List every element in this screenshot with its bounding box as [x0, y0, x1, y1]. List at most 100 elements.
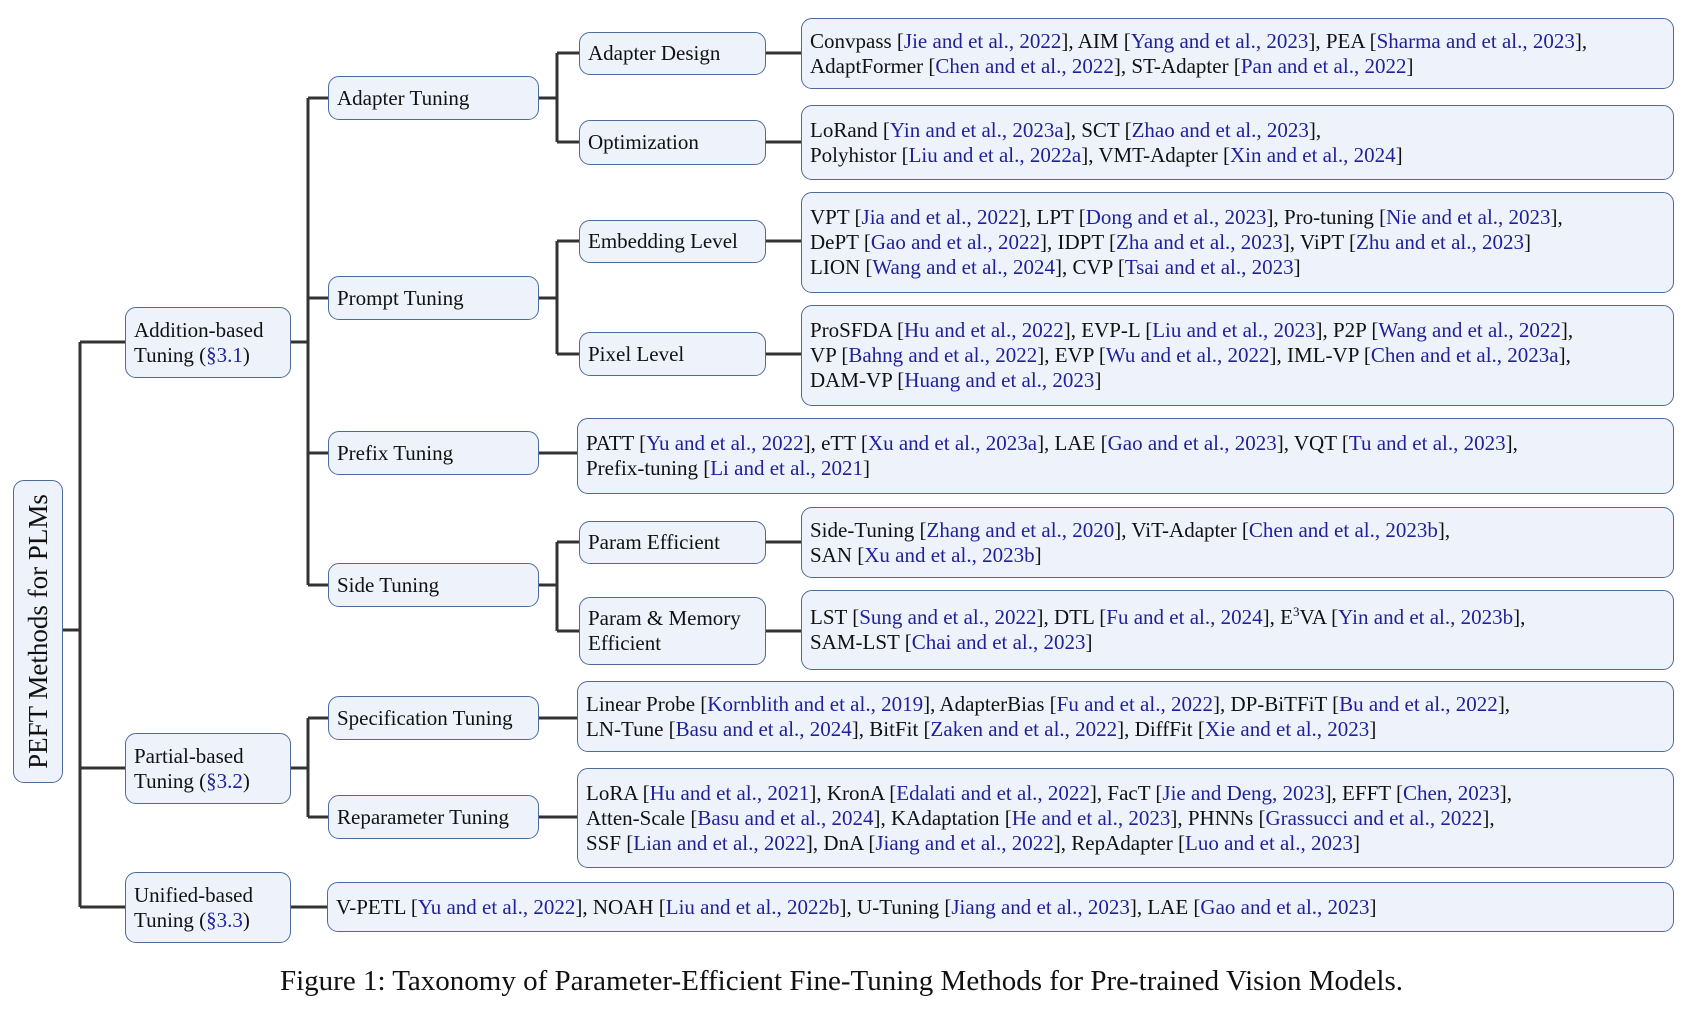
- citation-link[interactable]: Sharma and et al., 2023: [1376, 28, 1575, 53]
- method-text: DAM-VP [: [810, 368, 905, 392]
- method-text: ], SCT [: [1063, 117, 1132, 142]
- section-ref-link[interactable]: §3.3: [206, 907, 243, 932]
- citation-link[interactable]: Kornblith and et al., 2019: [707, 691, 924, 716]
- citation-link[interactable]: Bu and et al., 2022: [1339, 691, 1498, 716]
- citation-link[interactable]: Fu and et al., 2024: [1106, 605, 1263, 629]
- citation-link[interactable]: He and et al., 2023: [1011, 805, 1171, 830]
- citation-link[interactable]: Liu and et al., 2023: [1152, 318, 1316, 342]
- citation-link[interactable]: Lian and et al., 2022: [633, 830, 806, 855]
- citation-link[interactable]: Basu and et al., 2024: [697, 805, 874, 830]
- citation-link[interactable]: Hu and et al., 2022: [903, 318, 1064, 342]
- leaf-line: VPT [Jia and et al., 2022], LPT [Dong an…: [810, 205, 1665, 230]
- method-text: ]: [1085, 630, 1093, 654]
- category-label-line1: Addition-based: [134, 317, 264, 342]
- citation-link[interactable]: Nie and et al., 2023: [1386, 205, 1551, 229]
- citation-link[interactable]: Chen and et al., 2023b: [1248, 517, 1438, 542]
- method-text: SAM-LST [: [810, 630, 912, 654]
- leaf-line: DePT [Gao and et al., 2022], IDPT [Zha a…: [810, 230, 1665, 255]
- citation-link[interactable]: Jiang and et al., 2022: [875, 830, 1054, 855]
- method-text: VA [: [1299, 605, 1339, 629]
- subcategory-label-line2: Efficient: [588, 631, 662, 655]
- citation-link[interactable]: Wang and et al., 2024: [872, 255, 1055, 279]
- citation-link[interactable]: Xu and et al., 2023b: [864, 542, 1035, 567]
- leaf-embedding-level: VPT [Jia and et al., 2022], LPT [Dong an…: [801, 192, 1674, 293]
- citation-link[interactable]: Wu and et al., 2022: [1105, 343, 1270, 367]
- leaf-line: AdaptFormer [Chen and et al., 2022], ST-…: [810, 54, 1665, 79]
- citation-link[interactable]: Yin and et al., 2023a: [889, 117, 1064, 142]
- citation-link[interactable]: Huang and et al., 2023: [904, 368, 1095, 392]
- leaf-line: DAM-VP [Huang and et al., 2023]: [810, 368, 1665, 393]
- leaf-pixel-level: ProSFDA [Hu and et al., 2022], EVP-L [Li…: [801, 305, 1674, 406]
- citation-link[interactable]: Dong and et al., 2023: [1085, 205, 1267, 229]
- citation-link[interactable]: Tsai and et al., 2023: [1124, 255, 1294, 279]
- citation-link[interactable]: Yu and et al., 2022: [646, 431, 804, 455]
- citation-link[interactable]: Chen and et al., 2022: [935, 53, 1114, 78]
- method-text: ]: [1395, 142, 1403, 167]
- citation-link[interactable]: Liu and et al., 2022a: [908, 142, 1082, 167]
- citation-link[interactable]: Zhu and et al., 2023: [1356, 230, 1524, 254]
- citation-link[interactable]: Zaken and et al., 2022: [930, 716, 1118, 741]
- subcategory-pixel-level: Pixel Level: [579, 332, 766, 376]
- method-text: SAN [: [810, 542, 865, 567]
- citation-link[interactable]: Gao and et al., 2023: [1107, 431, 1277, 455]
- method-prefix-tuning: Prefix Tuning: [328, 431, 539, 475]
- method-text: ], LPT [: [1019, 205, 1086, 229]
- leaf-line: Linear Probe [Kornblith and et al., 2019…: [586, 692, 1665, 717]
- citation-link[interactable]: Xu and et al., 2023a: [867, 431, 1038, 455]
- citation-link[interactable]: Wang and et al., 2022: [1378, 318, 1561, 342]
- citation-link[interactable]: Li and et al., 2021: [710, 456, 864, 480]
- method-text: ],: [1437, 517, 1451, 542]
- citation-link[interactable]: Basu and et al., 2024: [675, 716, 852, 741]
- citation-link[interactable]: Gao and et al., 2023: [1200, 894, 1370, 919]
- citation-link[interactable]: Edalati and et al., 2022: [896, 780, 1090, 805]
- method-text: ],: [1497, 691, 1511, 716]
- citation-link[interactable]: Yin and et al., 2023b: [1338, 605, 1514, 629]
- citation-link[interactable]: Gao and et al., 2022: [870, 230, 1040, 254]
- citation-link[interactable]: Zhang and et al., 2020: [926, 517, 1115, 542]
- method-text: ]: [1034, 542, 1042, 567]
- method-text: ], eTT [: [803, 431, 868, 455]
- category-label-line1: Unified-based: [134, 882, 253, 907]
- method-text: ], Pro-tuning [: [1266, 205, 1387, 229]
- citation-link[interactable]: Pan and et al., 2022: [1240, 53, 1407, 78]
- leaf-specification-tuning: Linear Probe [Kornblith and et al., 2019…: [577, 681, 1674, 752]
- method-text: ], AIM [: [1061, 28, 1131, 53]
- section-ref-link[interactable]: §3.1: [206, 342, 243, 367]
- citation-link[interactable]: Fu and et al., 2022: [1056, 691, 1213, 716]
- citation-link[interactable]: Liu and et al., 2022b: [665, 894, 840, 919]
- category-label-line1: Partial-based: [134, 743, 244, 768]
- citation-link[interactable]: Jie and Deng, 2023: [1162, 780, 1325, 805]
- citation-link[interactable]: Jia and et al., 2022: [861, 205, 1020, 229]
- citation-link[interactable]: Chen, 2023: [1402, 780, 1500, 805]
- method-text: ], EVP [: [1037, 343, 1106, 367]
- citation-link[interactable]: Yang and et al., 2023: [1130, 28, 1309, 53]
- citation-link[interactable]: Xie and et al., 2023: [1204, 716, 1370, 741]
- citation-link[interactable]: Jiang and et al., 2023: [951, 894, 1130, 919]
- method-text: ], BitFit [: [851, 716, 931, 741]
- citation-link[interactable]: Xin and et al., 2024: [1229, 142, 1396, 167]
- figure-caption: Figure 1: Taxonomy of Parameter-Efficien…: [280, 965, 1403, 997]
- citation-link[interactable]: Hu and et al., 2021: [649, 780, 810, 805]
- citation-link[interactable]: Chai and et al., 2023: [911, 630, 1086, 654]
- citation-link[interactable]: Tu and et al., 2023: [1348, 431, 1506, 455]
- method-text: ], PHNNs [: [1170, 805, 1266, 830]
- method-text: Side-Tuning [: [810, 517, 927, 542]
- citation-link[interactable]: Chen and et al., 2023a: [1370, 343, 1559, 367]
- section-ref-link[interactable]: §3.2: [206, 768, 243, 793]
- citation-link[interactable]: Jie and et al., 2022: [903, 28, 1062, 53]
- citation-link[interactable]: Zhao and et al., 2023: [1131, 117, 1309, 142]
- method-text: ],: [1308, 117, 1322, 142]
- subcategory-label: Pixel Level: [588, 341, 685, 366]
- citation-link[interactable]: Luo and et al., 2023: [1185, 830, 1353, 855]
- citation-link[interactable]: Grassucci and et al., 2022: [1265, 805, 1483, 830]
- method-text: PATT [: [586, 431, 647, 455]
- citation-link[interactable]: Yu and et al., 2022: [417, 894, 576, 919]
- method-specification-tuning: Specification Tuning: [328, 696, 539, 740]
- method-text: ], PEA [: [1308, 28, 1377, 53]
- leaf-optimization: LoRand [Yin and et al., 2023a], SCT [Zha…: [801, 105, 1674, 180]
- citation-link[interactable]: Bahng and et al., 2022: [848, 343, 1038, 367]
- leaf-line: Side-Tuning [Zhang and et al., 2020], Vi…: [810, 518, 1665, 543]
- citation-link[interactable]: Sung and et al., 2022: [859, 605, 1037, 629]
- citation-link[interactable]: Zha and et al., 2023: [1116, 230, 1283, 254]
